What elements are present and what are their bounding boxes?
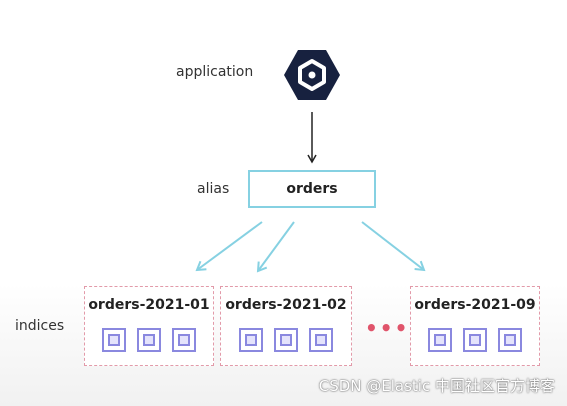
shard-icon [239,328,263,352]
index-box: orders-2021-02 [220,286,352,366]
shard-icon [102,328,126,352]
index-box: orders-2021-09 [410,286,540,366]
alias-name: orders [286,181,338,197]
shard-group [85,328,213,352]
hexagon-gear-icon [284,50,340,100]
shard-icon [172,328,196,352]
arrow-alias-to-index-1 [195,221,263,272]
application-label: application [176,64,254,80]
shard-icon [463,328,487,352]
index-name: orders-2021-01 [88,297,210,313]
shard-icon [428,328,452,352]
ellipsis-icon: ••• [365,316,410,340]
shard-group [221,328,351,352]
shard-icon [309,328,333,352]
shard-group [411,328,539,352]
alias-label: alias [197,181,230,197]
shard-icon [274,328,298,352]
shard-icon [137,328,161,352]
indices-label: indices [15,318,65,334]
alias-box: orders [248,170,376,208]
index-name: orders-2021-09 [414,297,536,313]
watermark: CSDN @Elastic 中国社区官方博客 [318,377,555,395]
index-name: orders-2021-02 [225,297,347,313]
arrow-alias-to-index-3 [361,221,426,272]
index-box: orders-2021-01 [84,286,214,366]
shard-icon [498,328,522,352]
arrow-alias-to-index-2 [256,221,295,273]
